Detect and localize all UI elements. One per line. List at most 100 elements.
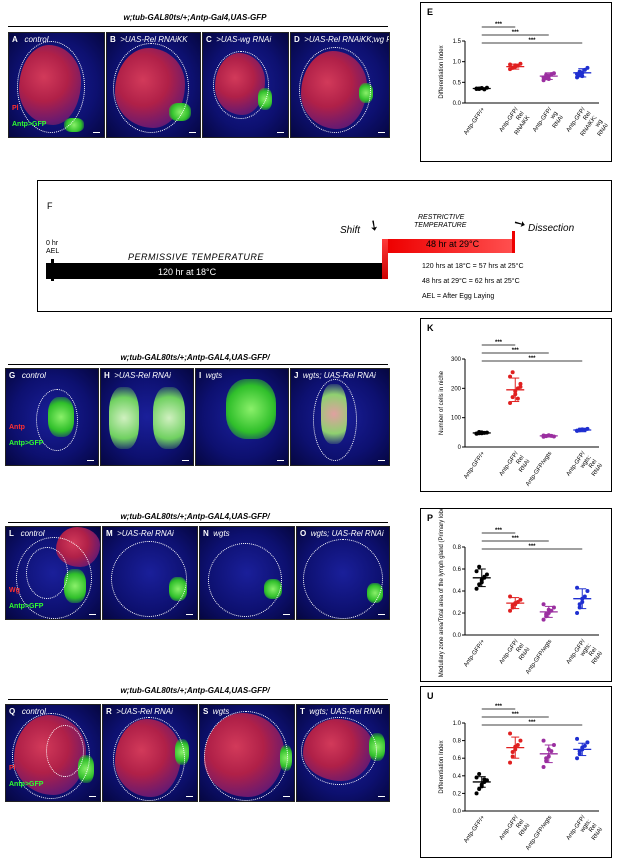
scale-bar <box>189 132 196 133</box>
panel-N: N wgts <box>199 526 295 620</box>
data-point <box>515 396 520 401</box>
significance-label: *** <box>528 356 536 362</box>
data-point <box>510 370 515 375</box>
significance-label: *** <box>495 704 503 710</box>
y-tick-label: 0.0 <box>453 633 462 639</box>
x-tick-label: Antp-GFP/wgts;RelRNAi <box>566 450 605 489</box>
panel-D: D >UAS-Rel RNAiKK;wg RNAi <box>290 32 390 138</box>
data-point <box>508 760 513 765</box>
data-point <box>575 756 580 761</box>
significance-label: *** <box>528 38 536 44</box>
data-point <box>551 71 556 76</box>
data-point <box>541 617 546 622</box>
y-tick-label: 0.6 <box>453 567 462 573</box>
channel-label: Antp>GFP <box>9 781 44 788</box>
data-point <box>575 75 580 80</box>
row1-title-rule <box>8 26 388 27</box>
data-point <box>575 611 580 615</box>
data-point <box>482 777 487 782</box>
panel-label: T wgts; UAS-Rel RNAi <box>300 707 383 716</box>
panel-T: T wgts; UAS-Rel RNAi <box>296 704 390 802</box>
y-axis-label: Medullary zone area/Total area of the ly… <box>439 509 445 677</box>
channel-label: Pl <box>12 105 19 112</box>
y-axis-label: Number of cells in niche <box>439 370 445 435</box>
panel-label: H >UAS-Rel RNAi <box>104 371 171 380</box>
scale-bar <box>283 614 290 615</box>
x-tick-label-line: Antp-GFP/+ <box>463 814 486 844</box>
x-tick-label: Antp-GFP/wgts <box>525 639 553 676</box>
panel-J: J wgts; UAS-Rel RNAi <box>290 368 390 466</box>
significance-label: *** <box>495 22 503 28</box>
note-2: 48 hrs at 29°C = 62 hrs at 25°C <box>422 278 520 285</box>
y-tick-label: 0 <box>458 445 462 451</box>
row1-title: w;tub-GAL80ts/+;Antp-Gal4,UAS-GFP <box>123 13 267 22</box>
x-tick-label-line: Rel <box>516 111 526 122</box>
timeline-axis <box>46 263 386 265</box>
start-tick <box>51 259 54 281</box>
x-tick-label-line: Rel <box>588 823 598 834</box>
scale-bar <box>283 796 290 797</box>
panel-label: G control <box>9 371 46 380</box>
significance-label: *** <box>512 30 520 36</box>
x-tick-label-line: Rel <box>583 111 593 122</box>
significance-label: *** <box>512 348 520 354</box>
y-tick-label: 0.8 <box>453 545 462 551</box>
x-tick-label: Antp-GFP/RelRNAi <box>499 638 532 673</box>
x-tick-label-line: wg <box>594 119 604 130</box>
data-point <box>510 754 515 759</box>
significance-label: *** <box>528 720 536 726</box>
start-label-2: AEL <box>46 248 60 255</box>
note-1: 120 hrs at 18°C = 57 hrs at 25°C <box>422 263 524 270</box>
row4-title: w;tub-GAL80ts/+;Antp-GAL4,UAS-GFP/ <box>120 686 270 695</box>
data-point <box>477 582 482 587</box>
panel-label: C >UAS-wg RNAi <box>206 35 272 44</box>
x-tick-label: Antp-GFP/wgRNAi <box>532 106 565 141</box>
x-tick-label: Antp-GFP/+ <box>463 814 486 844</box>
end-tick <box>512 231 515 253</box>
panel-R: R >UAS-Rel RNAi <box>102 704 198 802</box>
data-point <box>551 605 556 610</box>
data-point <box>544 756 549 761</box>
significance-label: *** <box>495 528 503 534</box>
panel-letter: P <box>427 513 434 523</box>
data-point <box>585 589 590 593</box>
data-point <box>518 738 523 743</box>
restrictive-label-2: TEMPERATURE <box>414 222 467 229</box>
panel-G: G control Antp Antp>GFP <box>5 368 99 466</box>
panel-letter: U <box>427 691 434 701</box>
data-point <box>575 736 580 741</box>
restrictive-bar <box>388 239 514 253</box>
shift-riser <box>382 239 388 279</box>
y-tick-label: 0.2 <box>453 791 462 797</box>
data-point <box>474 791 479 796</box>
x-tick-label-line: Rel <box>516 455 526 466</box>
data-point <box>585 740 590 745</box>
channel-label: Pl <box>9 765 16 772</box>
x-tick-label-line: Rel <box>588 459 598 470</box>
channel-label: Antp>GFP <box>12 121 47 128</box>
x-tick-label-line: Antp-GFP/ <box>532 106 553 133</box>
data-point <box>474 775 479 780</box>
panel-L: L control Wg Antp>GFP <box>5 526 101 620</box>
y-axis-label: Differentiation Index <box>439 45 445 98</box>
data-point <box>508 594 513 599</box>
panel-letter: E <box>427 7 434 17</box>
panel-M: M >UAS-Rel RNAi <box>102 526 198 620</box>
panel-label: S wgts <box>203 707 230 716</box>
data-point <box>541 765 546 769</box>
x-tick-label-line: Antp-GFP/+ <box>463 106 486 136</box>
data-point <box>551 743 556 747</box>
x-tick-label: Antp-GFP/RelRNAiKK <box>499 106 532 141</box>
x-tick-label: Antp-GFP/+ <box>463 638 486 668</box>
channel-label: Antp <box>9 424 25 431</box>
scale-bar <box>93 132 100 133</box>
data-point <box>575 585 580 590</box>
y-tick-label: 0.8 <box>453 739 462 745</box>
data-point <box>577 602 582 607</box>
significance-label: *** <box>495 340 503 346</box>
